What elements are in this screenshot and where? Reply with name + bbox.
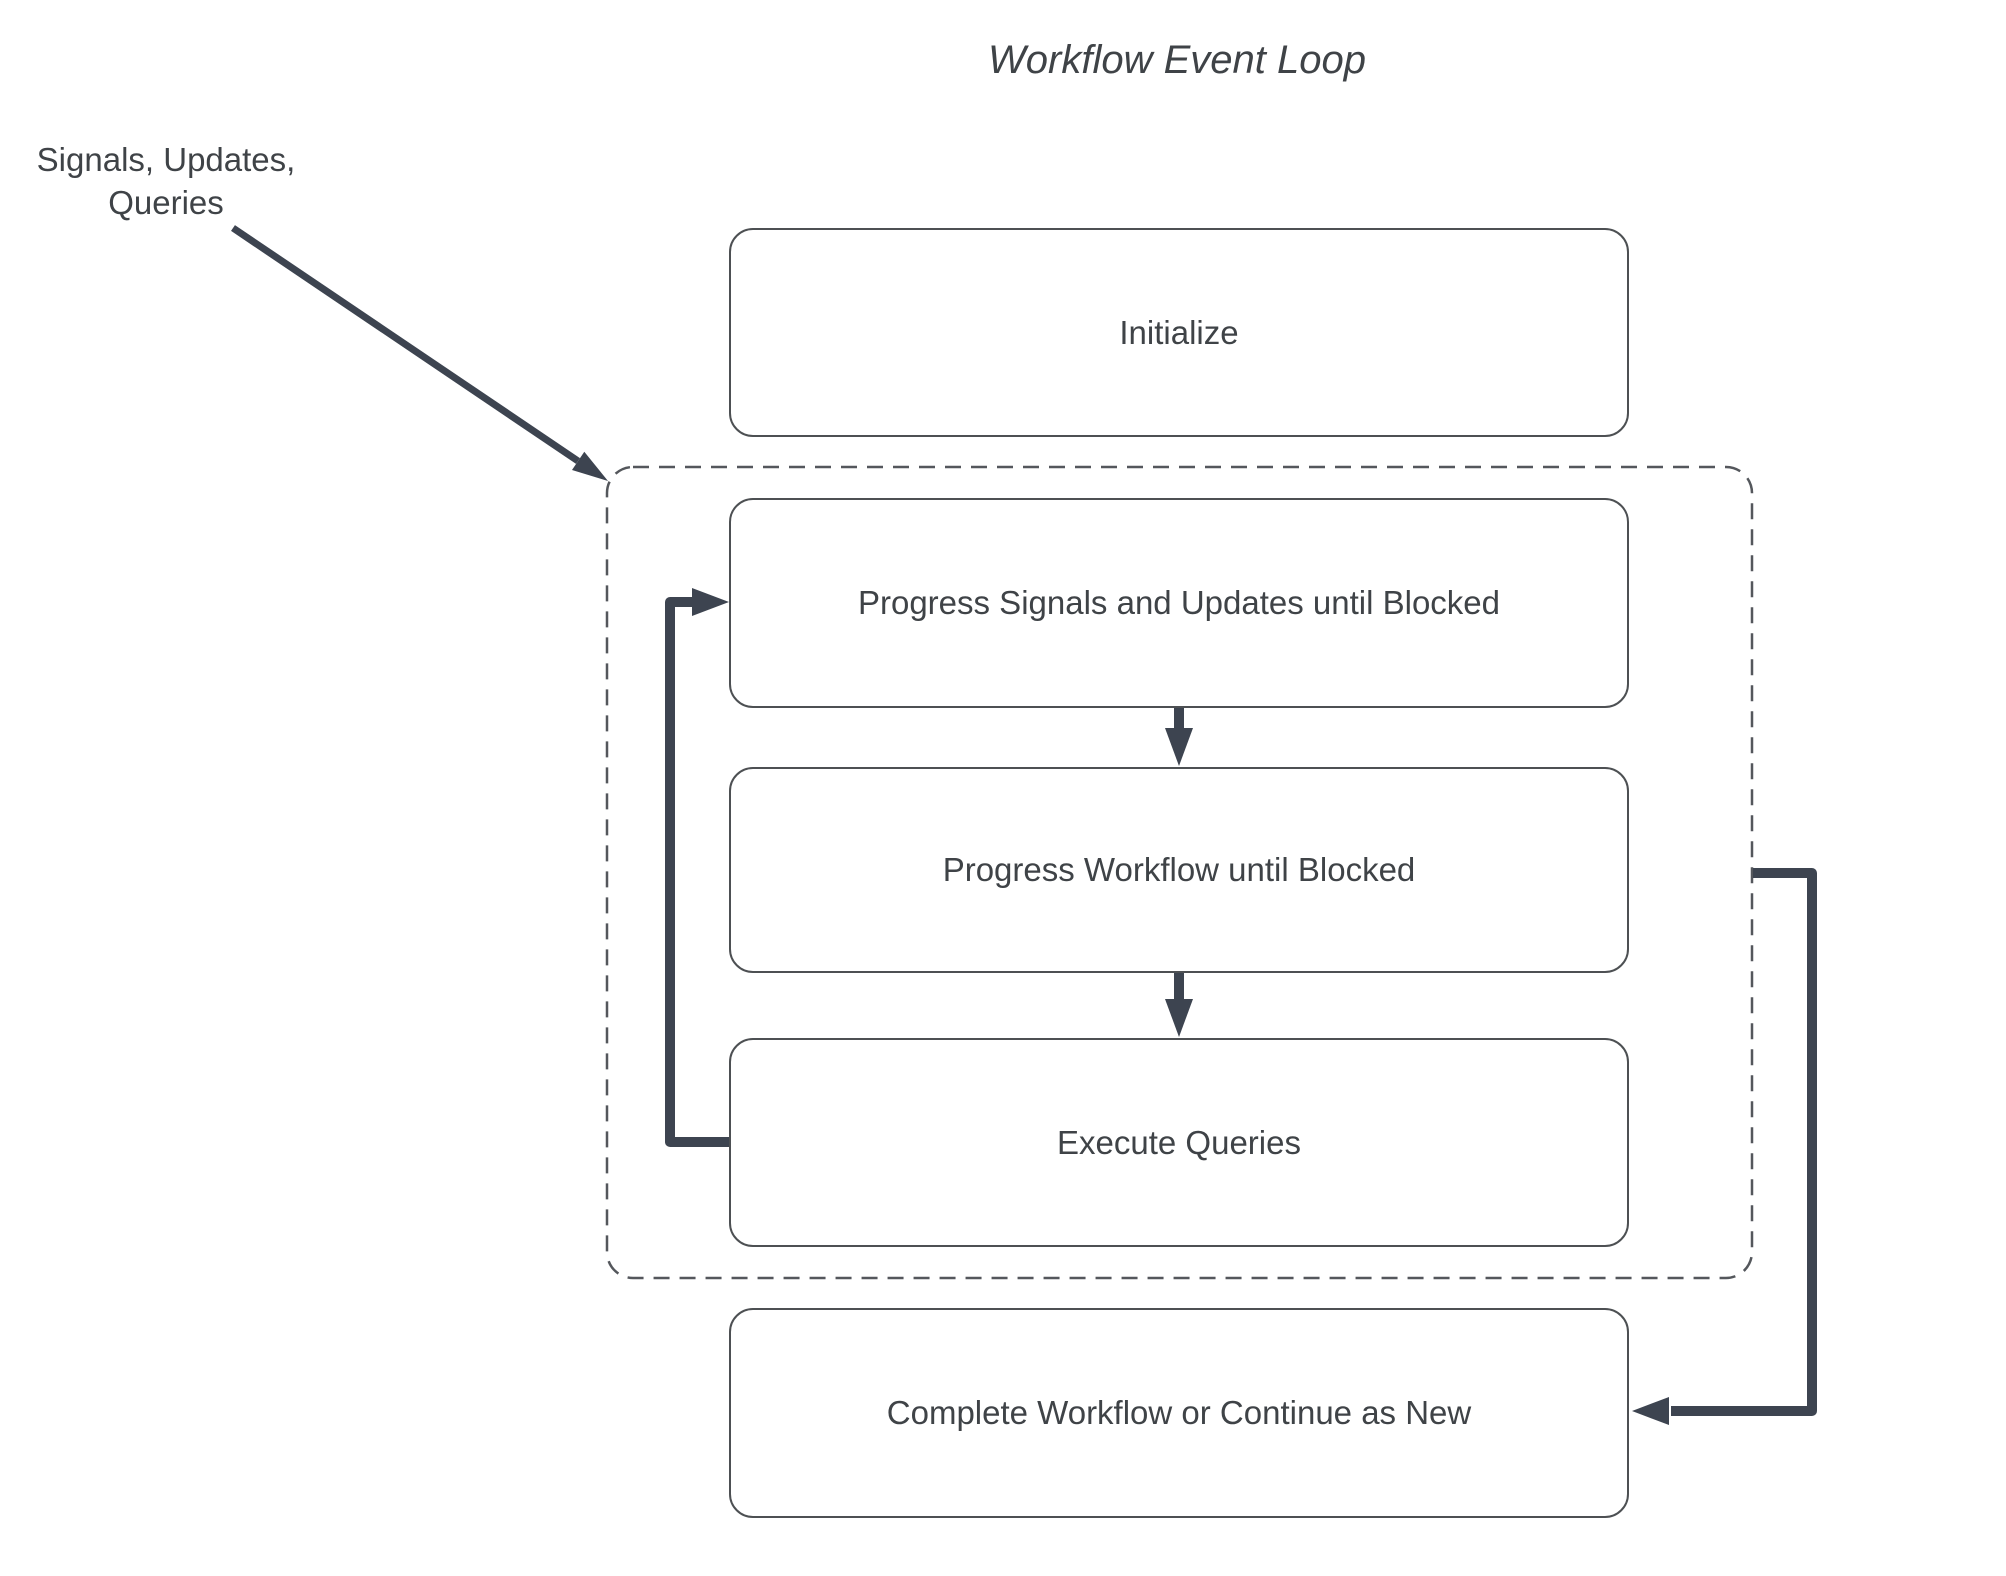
- node-progress-workflow-label: Progress Workflow until Blocked: [942, 851, 1416, 888]
- node-complete-workflow: Complete Workflow or Continue as New: [729, 1308, 1629, 1518]
- signals-to-workflow-arrow: [1165, 708, 1193, 766]
- node-execute-queries: Execute Queries: [729, 1038, 1629, 1247]
- signals-updates-queries-label: Signals, Updates, Queries: [26, 138, 306, 224]
- signals-updates-queries-label-line2: Queries: [108, 184, 224, 221]
- signals-to-loop-arrow-line: [231, 225, 580, 464]
- arrowhead-icon: [1632, 1397, 1669, 1425]
- diagram-title: Workflow Event Loop: [988, 38, 1366, 82]
- workflow-to-queries-arrow: [1165, 973, 1193, 1037]
- event-loop-group-dashed-border: [605, 465, 1754, 1280]
- node-initialize: Initialize: [729, 228, 1629, 437]
- node-execute-queries-label: Execute Queries: [1057, 1123, 1301, 1161]
- node-progress-workflow: Progress Workflow until Blocked: [729, 767, 1629, 973]
- signals-updates-queries-label-line1: Signals, Updates,: [36, 141, 296, 178]
- arrowhead-icon: [692, 588, 729, 616]
- arrowhead-icon: [1165, 728, 1193, 766]
- loop-to-complete-arrow: [1632, 868, 1817, 1425]
- signals-to-loop-arrow: [231, 225, 608, 481]
- node-initialize-label: Initialize: [1119, 313, 1239, 351]
- node-progress-signals-updates-label: Progress Signals and Updates until Block…: [857, 584, 1501, 621]
- loop-to-complete-arrow-line: [1671, 868, 1817, 1416]
- node-complete-workflow-label: Complete Workflow or Continue as New: [886, 1394, 1472, 1431]
- arrowhead-icon: [1165, 999, 1193, 1037]
- arrowhead-icon: [572, 451, 608, 481]
- loop-back-arrow: [665, 588, 738, 1147]
- loop-back-arrow-line: [665, 597, 738, 1147]
- node-progress-signals-updates: Progress Signals and Updates until Block…: [729, 498, 1629, 708]
